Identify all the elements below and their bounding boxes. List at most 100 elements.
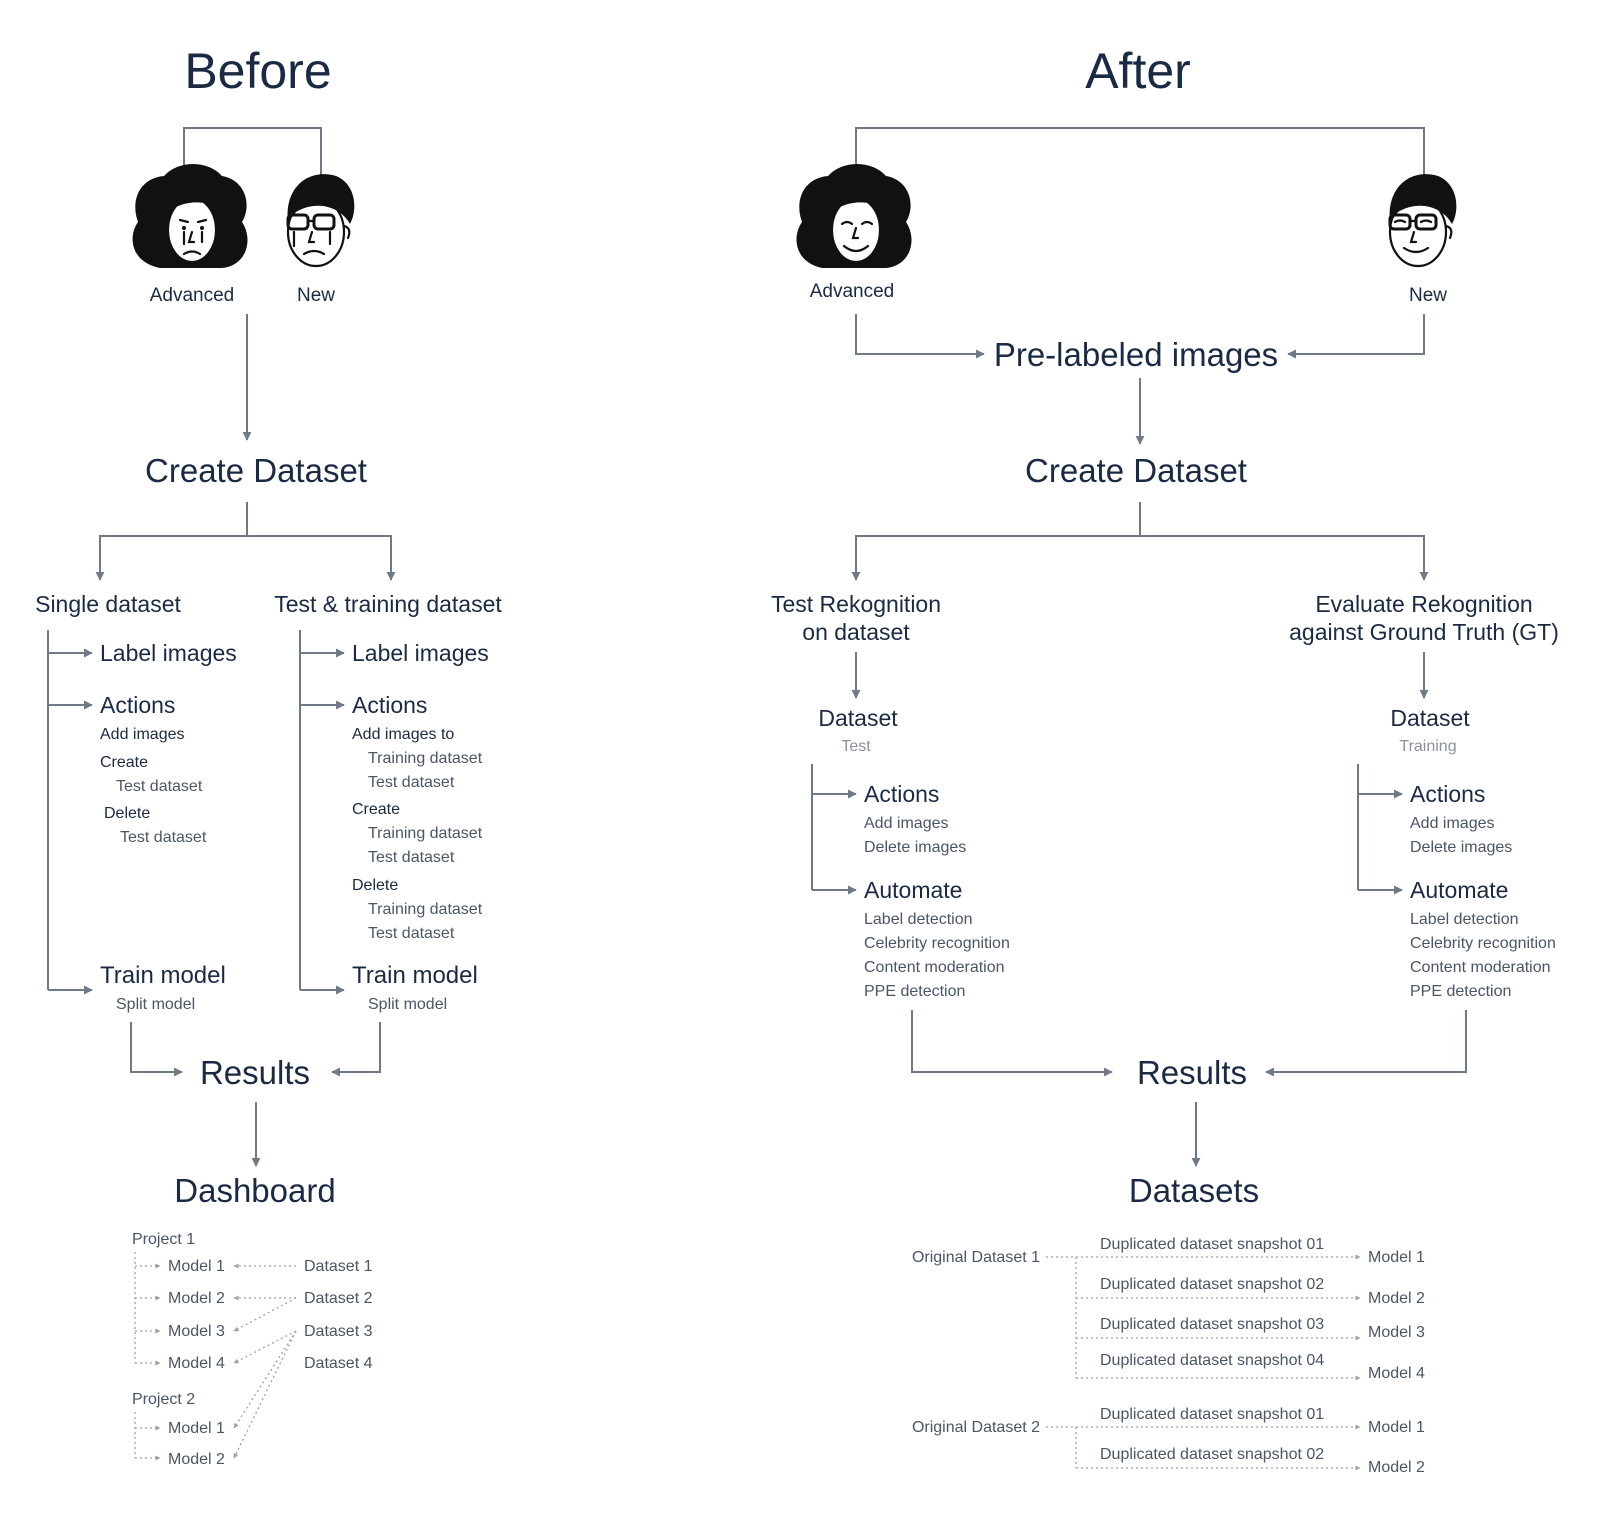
text: Evaluate Rekognition xyxy=(1315,591,1532,617)
text: Duplicated dataset snapshot 04 xyxy=(1100,1352,1324,1369)
text: Test dataset xyxy=(120,829,207,846)
text: Add images xyxy=(100,726,185,743)
after-advanced-label: Advanced xyxy=(810,281,895,302)
tt-label-images: Label images xyxy=(352,640,489,666)
decoration xyxy=(855,314,985,359)
text: Delete images xyxy=(1410,839,1512,856)
text: Delete xyxy=(104,805,150,822)
decoration xyxy=(130,1022,183,1077)
text: Add images to xyxy=(352,726,454,743)
text: Test dataset xyxy=(116,778,203,795)
text: Split model xyxy=(368,996,447,1013)
text: Duplicated dataset snapshot 01 xyxy=(1100,1236,1324,1253)
original-dataset-2: Original Dataset 2 xyxy=(912,1419,1040,1436)
test-dataset-label: Dataset xyxy=(818,705,898,731)
text: Actions xyxy=(864,781,939,807)
new-user-sad-icon xyxy=(286,174,355,268)
text: Celebrity recognition xyxy=(864,935,1010,952)
text: Training xyxy=(1399,738,1456,755)
before-results: Results xyxy=(200,1054,310,1091)
text: Model 1 xyxy=(168,1258,225,1275)
before-advanced-label: Advanced xyxy=(150,285,235,306)
arrowhead xyxy=(233,1330,297,1364)
text: on dataset xyxy=(802,619,910,645)
text: Training dataset xyxy=(368,825,483,842)
text: Model 1 xyxy=(168,1420,225,1437)
text: Model 1 xyxy=(1368,1249,1425,1266)
text: Test dataset xyxy=(368,849,455,866)
prelabeled-images: Pre-labeled images xyxy=(994,336,1278,373)
before-dashboard: Dashboard xyxy=(174,1172,335,1209)
arrowhead xyxy=(233,1330,297,1459)
single-actions: Actions xyxy=(100,692,175,718)
single-label-images: Label images xyxy=(100,640,237,666)
text: Delete xyxy=(352,877,398,894)
text: Model 4 xyxy=(1368,1365,1425,1382)
text: Duplicated dataset snapshot 02 xyxy=(1100,1276,1324,1293)
text: Content moderation xyxy=(864,959,1005,976)
text: Duplicated dataset snapshot 03 xyxy=(1100,1316,1324,1333)
text: Content moderation xyxy=(1410,959,1551,976)
tt-actions: Actions xyxy=(352,692,427,718)
single-dataset-column: Single dataset Label images Actions Add … xyxy=(35,591,237,1013)
original-dataset-1: Original Dataset 1 xyxy=(912,1249,1040,1266)
text: Add images xyxy=(1410,815,1495,832)
text: Dataset 1 xyxy=(304,1258,373,1275)
text: Model 2 xyxy=(1368,1459,1425,1476)
text: Model 3 xyxy=(168,1323,225,1340)
text: Model 3 xyxy=(1368,1324,1425,1341)
text: Dataset 3 xyxy=(304,1323,373,1340)
text: against Ground Truth (GT) xyxy=(1289,619,1559,645)
decoration xyxy=(1287,314,1425,359)
training-dataset-label: Dataset xyxy=(1390,705,1470,731)
text: Duplicated dataset snapshot 02 xyxy=(1100,1446,1324,1463)
text: Celebrity recognition xyxy=(1410,935,1556,952)
text: Actions xyxy=(1410,781,1485,807)
after-section: After Advanced New Pre-labele xyxy=(771,43,1559,1476)
after-split-connector xyxy=(855,502,1425,578)
decoration xyxy=(331,1022,381,1077)
single-dataset-heading: Single dataset xyxy=(35,591,181,617)
text: Automate xyxy=(1410,877,1508,903)
text: Model 4 xyxy=(168,1355,225,1372)
dashboard-tree: Project 1 Model 1 Model 2 Model 3 Model … xyxy=(132,1231,373,1468)
text: Add images xyxy=(864,815,949,832)
after-persona-bracket xyxy=(855,127,1425,178)
text: Model 1 xyxy=(1368,1419,1425,1436)
test-training-heading: Test & training dataset xyxy=(274,591,502,617)
decoration xyxy=(911,1010,1113,1077)
text: Model 2 xyxy=(168,1290,225,1307)
after-new-label: New xyxy=(1409,285,1447,306)
after-create-dataset: Create Dataset xyxy=(1025,452,1247,489)
text: PPE detection xyxy=(864,983,965,1000)
after-datasets-title: Datasets xyxy=(1129,1172,1259,1209)
test-training-dataset-column: Test & training dataset Label images Act… xyxy=(274,591,502,1013)
advanced-user-happy-icon xyxy=(796,164,912,268)
text: Label detection xyxy=(1410,911,1519,928)
text: Test dataset xyxy=(368,774,455,791)
text: Test Rekognition xyxy=(771,591,941,617)
test-rekognition-branch: Test Rekognition on dataset Dataset Test… xyxy=(771,591,1010,1000)
new-user-happy-icon xyxy=(1388,174,1457,268)
before-create-dataset: Create Dataset xyxy=(145,452,367,489)
text: Duplicated dataset snapshot 01 xyxy=(1100,1406,1324,1423)
arrowhead xyxy=(233,1297,297,1332)
before-title: Before xyxy=(184,43,331,99)
after-title: After xyxy=(1085,43,1191,99)
after-results: Results xyxy=(1137,1054,1247,1091)
text: Split model xyxy=(116,996,195,1013)
before-section: Before Advanced New xyxy=(35,43,502,1468)
text: Training dataset xyxy=(368,750,483,767)
project-2-label: Project 2 xyxy=(132,1391,195,1408)
text: Dataset 4 xyxy=(304,1355,373,1372)
text: Test xyxy=(841,738,871,755)
single-train-model: Train model xyxy=(100,962,226,989)
decoration xyxy=(1265,1010,1467,1077)
evaluate-rekognition-branch: Evaluate Rekognition against Ground Trut… xyxy=(1289,591,1559,1000)
text: Label detection xyxy=(864,911,973,928)
datasets-snapshot-tree: Original Dataset 1 Duplicated dataset sn… xyxy=(912,1236,1425,1476)
project-1-label: Project 1 xyxy=(132,1231,195,1248)
text: PPE detection xyxy=(1410,983,1511,1000)
text: Create xyxy=(100,754,148,771)
